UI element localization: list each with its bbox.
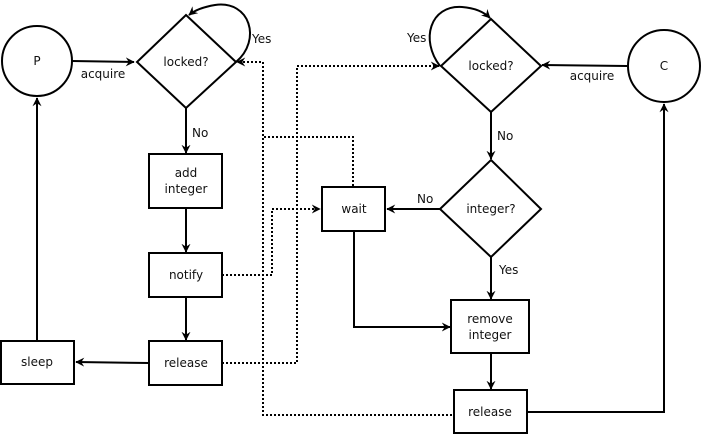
- node-locked-left-label: locked?: [163, 55, 208, 69]
- node-sleep: sleep: [0, 340, 75, 385]
- label-acquire-right: acquire: [570, 69, 615, 83]
- node-add-integer-line2: integer: [165, 182, 208, 196]
- label-yes-right: Yes: [406, 31, 426, 45]
- node-remove-integer-line1: remove: [467, 312, 513, 326]
- edge-c-acquire: [541, 60, 628, 70]
- dotted-notify-to-wait: [222, 204, 321, 276]
- node-integer-q-label: integer?: [466, 202, 515, 216]
- edge-release-c: [527, 103, 669, 413]
- dotted-right-release-to-left-locked: [236, 57, 452, 416]
- edge-wait-remove: [353, 231, 451, 332]
- dotted-left-release-to-right-locked: [222, 61, 440, 364]
- node-sleep-label: sleep: [21, 355, 53, 369]
- node-release-right-label: release: [468, 405, 512, 419]
- node-locked-right: locked?: [439, 17, 543, 114]
- edge-right-yes-loop: [428, 5, 491, 67]
- node-release-right: release: [453, 389, 528, 434]
- node-wait: wait: [321, 186, 386, 232]
- node-notify-label: notify: [169, 268, 203, 282]
- edge-left-yes-loop: [188, 3, 252, 63]
- node-c: C: [627, 29, 701, 103]
- node-wait-label: wait: [341, 202, 367, 216]
- node-p: P: [1, 25, 73, 97]
- node-release-left-label: release: [164, 356, 208, 370]
- node-add-integer: add integer: [148, 153, 223, 209]
- label-no-integer: No: [417, 192, 433, 206]
- label-no-right: No: [497, 129, 513, 143]
- node-c-label: C: [660, 59, 668, 73]
- dotted-wait-to-junction: [263, 136, 354, 186]
- label-acquire-left: acquire: [81, 67, 126, 81]
- node-p-label: P: [33, 54, 40, 68]
- node-remove-integer-line2: integer: [469, 328, 512, 342]
- edge-p-acquire: [71, 57, 135, 67]
- label-yes-integer: Yes: [498, 263, 518, 277]
- edge-release-sleep: [75, 357, 150, 367]
- node-add-integer-line1: add: [175, 166, 198, 180]
- node-notify: notify: [148, 252, 223, 298]
- node-locked-right-label: locked?: [468, 59, 513, 73]
- node-remove-integer: remove integer: [450, 299, 530, 354]
- label-yes-left: Yes: [251, 32, 271, 46]
- label-no-left: No: [192, 126, 208, 140]
- node-locked-left: locked?: [135, 13, 238, 110]
- node-integer-q: integer?: [438, 158, 543, 259]
- node-release-left: release: [148, 340, 223, 386]
